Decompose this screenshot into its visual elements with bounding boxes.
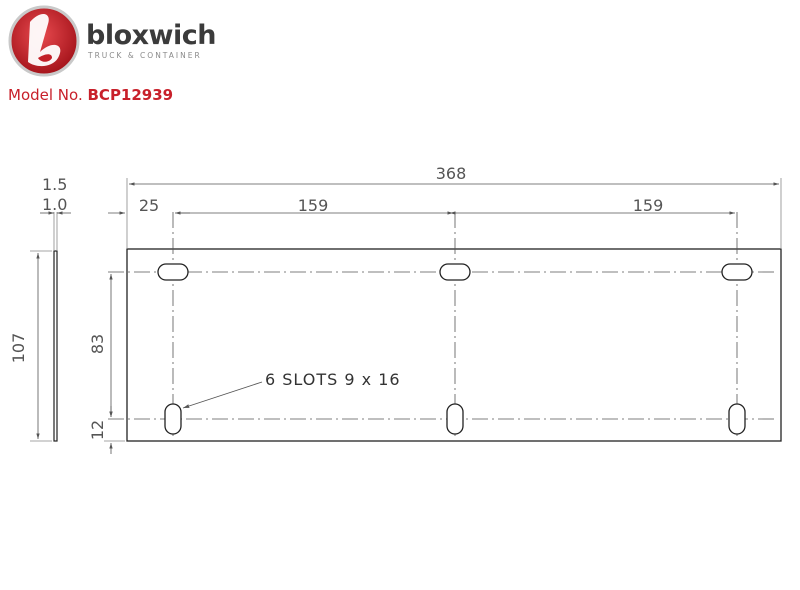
slot-top-2 [439,263,471,281]
slot-pitch-left-label: 159 [298,196,329,215]
slot-bottom-1 [164,403,182,435]
slots-leader-line [182,381,263,409]
slot-bottom-2 [446,403,464,435]
front-view: 368 25 159 159 83 12 6 SLOTS 9 x 16 [88,164,782,454]
slot-vertical-spacing-label: 83 [88,334,107,354]
thickness-outer-label: 1.5 [42,175,67,194]
height-dimension-label: 107 [9,333,28,364]
model-number: BCP12939 [87,86,174,104]
brand-tagline: TRUCK & CONTAINER [88,51,202,60]
side-profile [53,250,58,442]
overall-length-label: 368 [436,164,467,183]
slot-pitch-right-label: 159 [633,196,664,215]
thickness-inner-label: 1.0 [42,195,67,214]
bloxwich-logo-icon [8,5,80,77]
header: bloxwich TRUCK & CONTAINER Model No. BCP… [0,0,320,110]
bottom-offset-label: 12 [88,420,107,440]
side-view: 1.5 1.0 107 [9,175,71,442]
brand-name: bloxwich [86,20,216,51]
slot-bottom-3 [728,403,746,435]
model-number-line: Model No. BCP12939 [8,86,173,104]
slot-top-3 [721,263,753,281]
slot-top-1 [157,263,189,281]
model-label: Model No. [8,86,83,104]
slots-note: 6 SLOTS 9 x 16 [265,370,401,389]
edge-to-slot-label: 25 [139,196,159,215]
